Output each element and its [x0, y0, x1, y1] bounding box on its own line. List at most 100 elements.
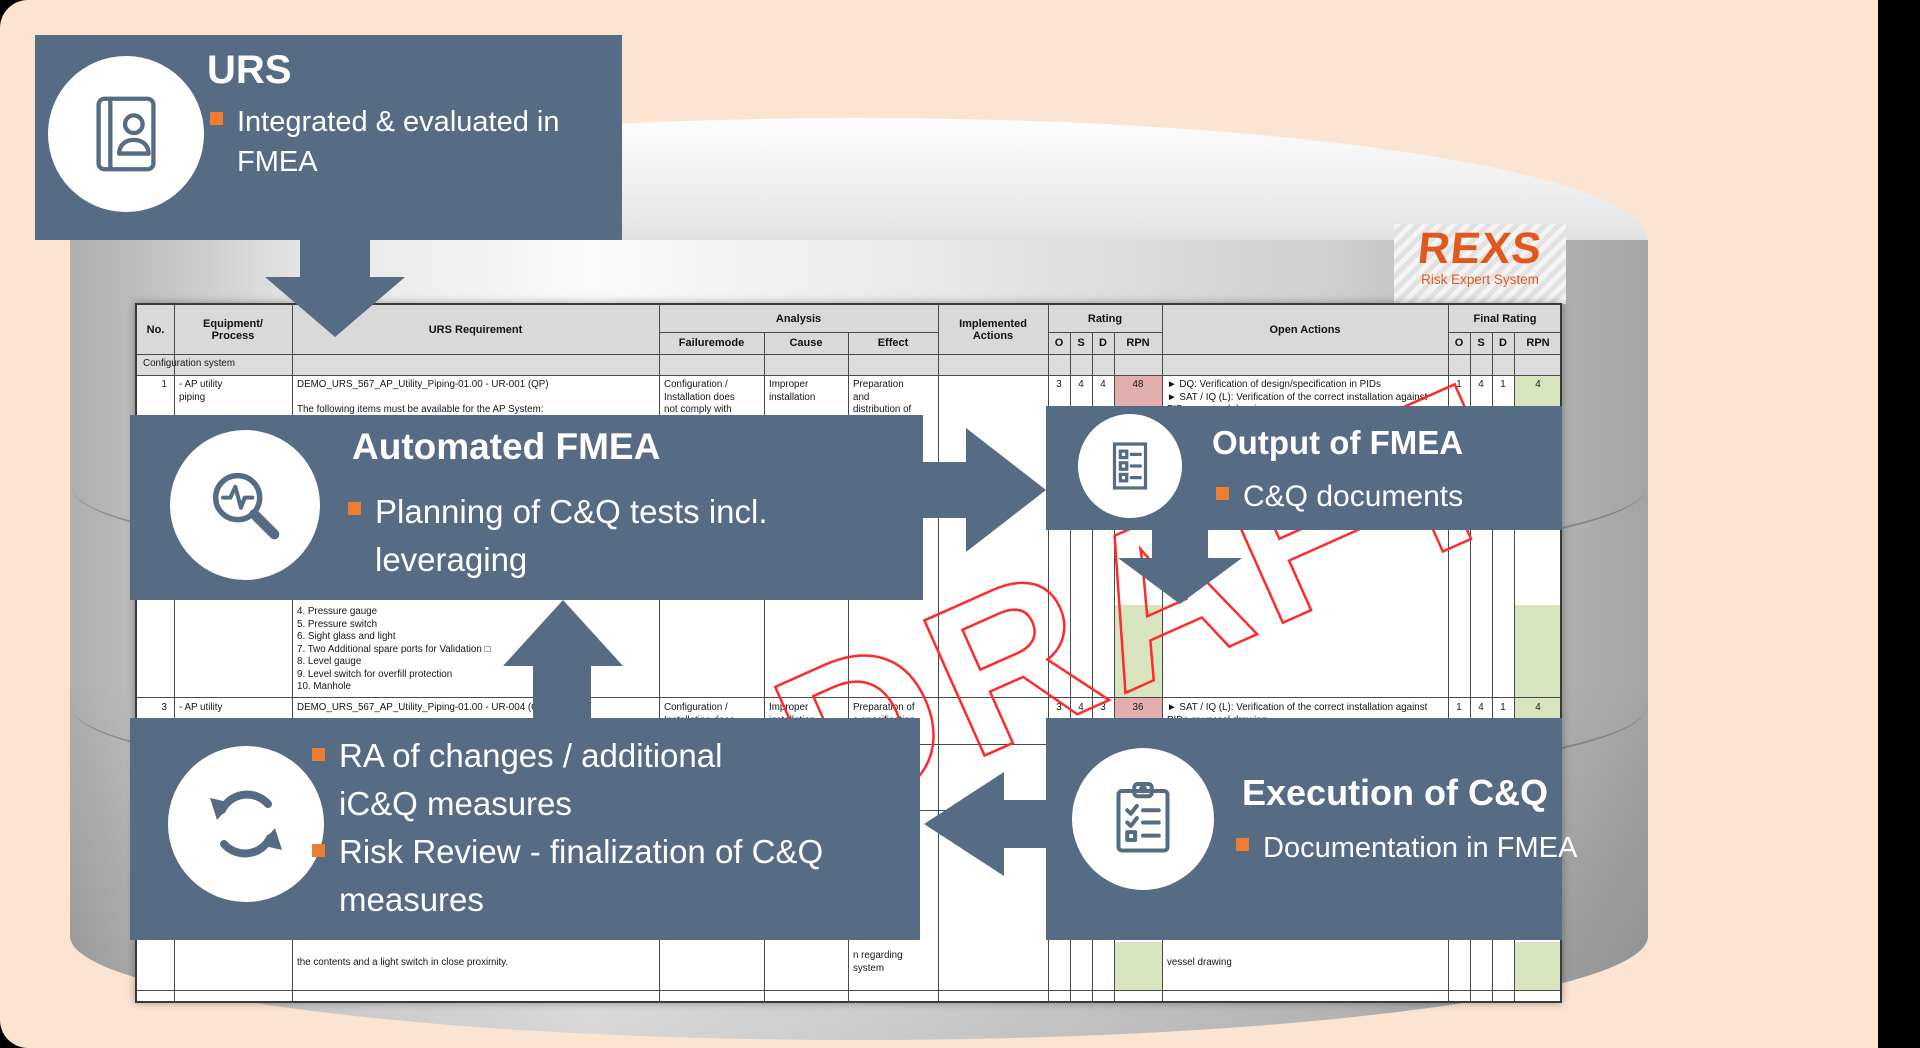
cell-final-o: 1	[1456, 379, 1462, 390]
col-header-final-rpn: RPN	[1526, 337, 1550, 349]
cell-rating-d: 4	[1100, 379, 1106, 390]
bullet-square-icon	[1216, 487, 1229, 500]
grid-line	[137, 354, 1560, 355]
col-header-analysis: Analysis	[775, 312, 822, 325]
risk-review-bullet-2: Risk Review - finalization of C&Q measur…	[339, 833, 824, 918]
grid-line	[137, 375, 1560, 376]
cell-equipment: - AP utility piping	[179, 379, 223, 403]
grid-line	[1070, 332, 1071, 1001]
cell-final-s: 4	[1478, 702, 1484, 713]
col-header-o: O	[1054, 337, 1064, 349]
grid-line	[292, 305, 293, 1001]
execution-cq-icon-circle	[1072, 748, 1214, 890]
final-rpn-strip-green	[1514, 605, 1560, 697]
urs-panel-bullet: Integrated & evaluated in FMEA	[237, 106, 560, 178]
col-header-rpn: RPN	[1126, 337, 1150, 349]
magnifier-pulse-icon	[212, 472, 280, 540]
col-header-urs: URS Requirement	[428, 323, 523, 336]
arrow-urs-to-table-shaft	[300, 240, 370, 277]
rpn-strip-green	[1114, 942, 1162, 990]
output-fmea-icon-circle	[1078, 414, 1182, 518]
col-header-final-s: S	[1477, 337, 1485, 349]
col-header-final-d: D	[1499, 337, 1507, 349]
bullet-square-icon	[312, 844, 325, 857]
cell-rating-rpn: 48	[1132, 379, 1144, 390]
col-header-rating: Rating	[1087, 312, 1123, 325]
contact-book-icon	[96, 96, 156, 172]
grid-line	[137, 697, 1560, 698]
cell-no: 3	[161, 702, 167, 713]
grid-line	[659, 305, 660, 1001]
cell-final-o: 1	[1456, 702, 1462, 713]
urs-panel-icon-circle	[48, 56, 204, 212]
cell-urs-tail: the contents and a light switch in close…	[297, 957, 509, 968]
execution-cq-bullet: Documentation in FMEA	[1263, 832, 1578, 864]
cell-no: 1	[161, 379, 167, 390]
clipboard-check-icon	[1116, 781, 1170, 853]
output-fmea-title: Output of FMEA	[1212, 424, 1464, 461]
cell-rating-s: 4	[1078, 702, 1084, 713]
arrow-output-to-execution-shaft	[1152, 530, 1208, 558]
cell-final-d: 1	[1500, 702, 1506, 713]
rexs-logo-text: REXS	[1415, 224, 1545, 273]
grid-line	[1470, 332, 1471, 1001]
risk-review-bullet-1: RA of changes / additional iC&Q measures	[339, 737, 723, 822]
grid-line	[1048, 305, 1049, 1001]
execution-cq-title: Execution of C&Q	[1242, 772, 1549, 813]
cell-urs-requirement: DEMO_URS_567_AP_Utility_Piping-01.00 - U…	[297, 702, 549, 713]
rexs-logo: REXS Risk Expert System	[1394, 224, 1566, 304]
col-header-d: D	[1099, 337, 1107, 349]
grid-line	[938, 305, 939, 1001]
cell-open-actions-tail: vessel drawing	[1167, 957, 1232, 968]
cell-final-rpn: 4	[1535, 379, 1541, 390]
bullet-square-icon	[312, 748, 325, 761]
section-row-label: Configuration system	[143, 358, 236, 369]
col-header-open-actions: Open Actions	[1269, 323, 1341, 336]
urs-panel-title: URS	[207, 48, 292, 92]
col-header-final-o: O	[1454, 337, 1464, 349]
refresh-cycle-icon	[210, 790, 282, 858]
arrow-fmea-to-output-shaft	[923, 462, 968, 518]
col-header-no: No.	[146, 323, 165, 336]
output-fmea-bullet: C&Q documents	[1243, 480, 1464, 513]
checklist-document-icon	[1112, 442, 1148, 490]
cell-rating-d: 3	[1100, 702, 1106, 713]
grid-line	[1048, 332, 1162, 333]
grid-line	[1492, 332, 1493, 1001]
grid-line	[659, 332, 938, 333]
grid-line	[1092, 332, 1093, 1001]
cell-rating-o: 3	[1056, 379, 1062, 390]
risk-review-icon-circle	[168, 746, 324, 902]
col-header-equipment: Equipment/ Process	[203, 317, 263, 342]
grid-line	[1448, 305, 1449, 1001]
grid-line	[1514, 332, 1515, 1001]
grid-line	[764, 332, 765, 1001]
cell-final-rpn: 4	[1535, 702, 1541, 713]
rexs-logo-tagline: Risk Expert System	[1421, 272, 1539, 287]
cell-cause: Improper installation	[769, 379, 816, 403]
rpn-strip-green	[1114, 605, 1162, 697]
bullet-square-icon	[1236, 838, 1249, 851]
final-rpn-strip-green	[1514, 942, 1560, 990]
grid-line	[1114, 332, 1115, 1001]
automated-fmea-icon-circle	[170, 430, 320, 580]
arrow-review-to-fmea-shaft	[533, 664, 591, 720]
col-header-s: S	[1077, 337, 1085, 349]
cell-effect-tail: n regarding system	[853, 950, 903, 974]
bullet-square-icon	[210, 112, 223, 125]
cell-urs-requirement-list: 4. Pressure gauge 5. Pressure switch 6. …	[297, 606, 491, 692]
col-header-cause: Cause	[789, 337, 823, 349]
cell-rating-rpn: 36	[1132, 702, 1144, 713]
slide-background: REXS Risk Expert System	[0, 0, 1878, 1048]
grid-line	[848, 332, 849, 1001]
cell-rating-s: 4	[1078, 379, 1084, 390]
col-header-implemented: Implemented Actions	[959, 317, 1027, 342]
automated-fmea-bullet: Planning of C&Q tests incl. leveraging	[375, 493, 768, 578]
cell-final-s: 4	[1478, 379, 1484, 390]
grid-line	[137, 990, 1560, 991]
col-header-final-rating: Final Rating	[1473, 312, 1537, 325]
grid-line	[1162, 305, 1163, 1001]
bullet-square-icon	[348, 502, 361, 515]
col-header-failuremode: Failuremode	[678, 337, 745, 349]
grid-line	[174, 305, 175, 1001]
